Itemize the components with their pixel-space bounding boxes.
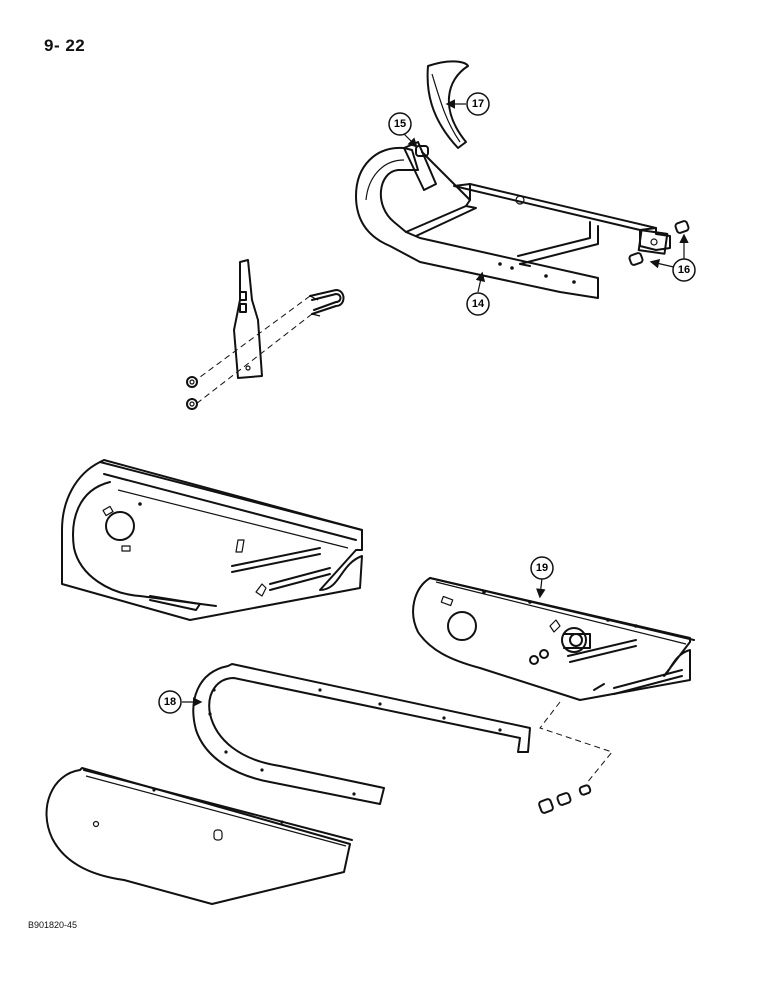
- mounting-bracket: [186, 259, 345, 410]
- callout-18-label: 18: [164, 696, 176, 708]
- document-code: B901820-45: [28, 920, 78, 930]
- callout-16-label: 16: [678, 264, 690, 276]
- callout-18: 18: [158, 690, 182, 714]
- right-shield-housing: [412, 577, 695, 701]
- lower-shield-cover: [45, 767, 353, 905]
- u-frame: [355, 141, 671, 299]
- page-number: 9- 22: [44, 36, 86, 55]
- bushing-15: [415, 145, 429, 157]
- callout-19-label: 19: [536, 562, 548, 574]
- bushing-16: [628, 220, 690, 266]
- curved-shield-plate: [426, 60, 469, 149]
- hardware-bushings: [538, 784, 592, 814]
- callout-17: 17: [466, 92, 490, 116]
- callout-16: 16: [672, 258, 696, 282]
- callout-15-label: 15: [394, 118, 406, 130]
- callout-14: 14: [466, 292, 490, 316]
- callout-17-label: 17: [472, 98, 484, 110]
- callout-14-label: 14: [472, 298, 485, 310]
- leader-lines: [182, 99, 689, 707]
- callout-15: 15: [388, 112, 412, 136]
- curved-band-strip: [192, 663, 531, 805]
- callout-19: 19: [530, 556, 554, 580]
- dashed-leader: [539, 701, 613, 785]
- left-shield-housing: [61, 459, 363, 621]
